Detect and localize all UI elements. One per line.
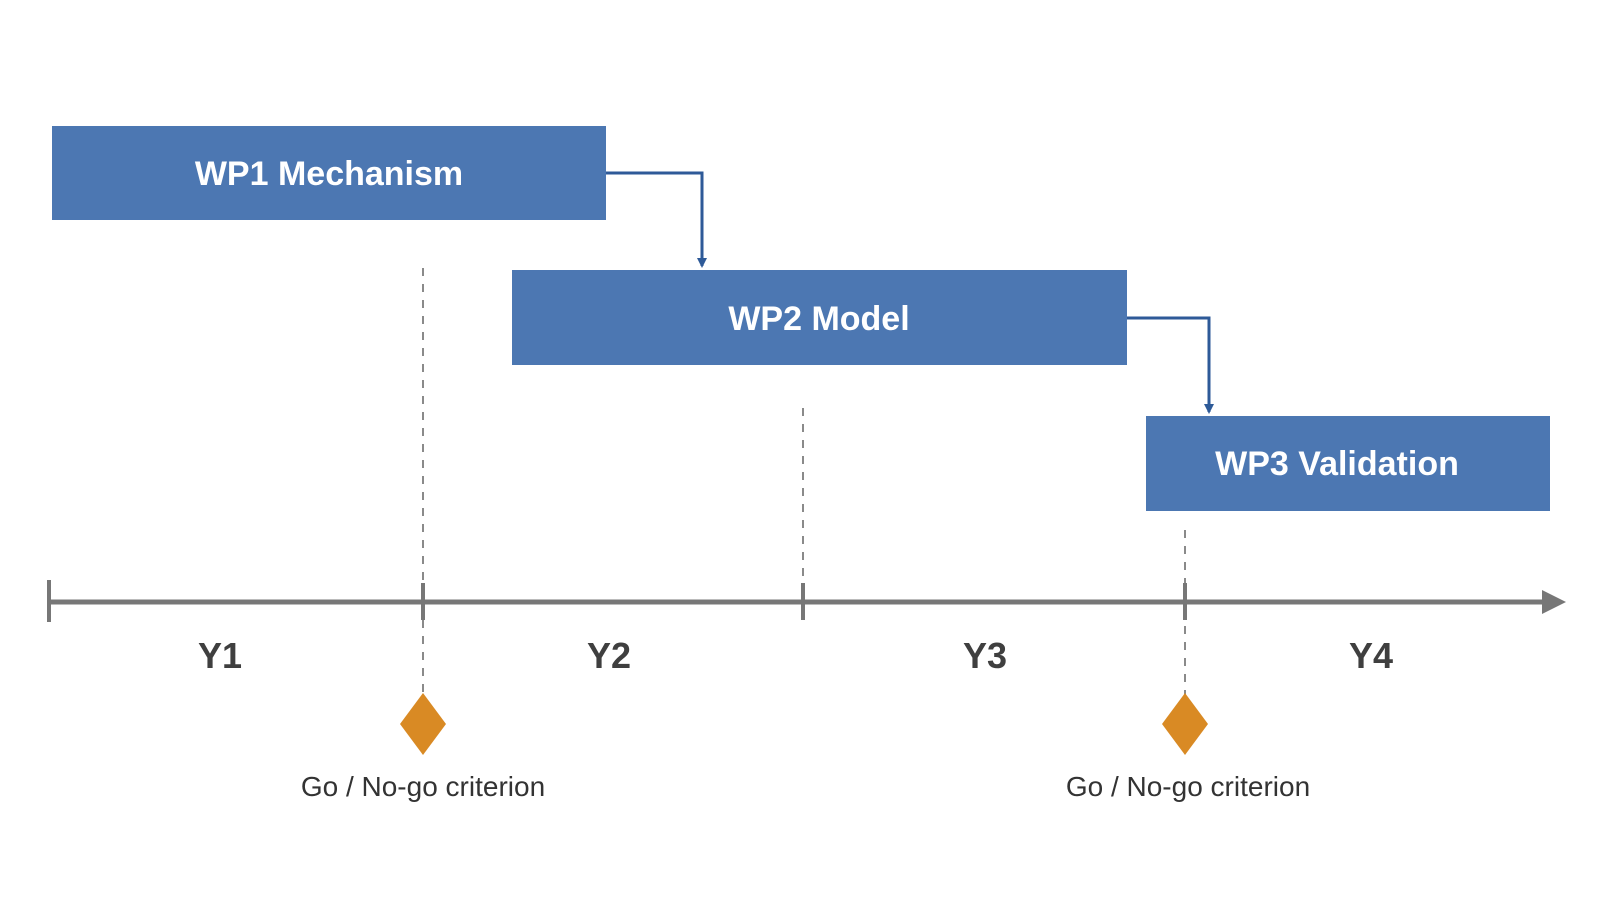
wp1-label: WP1 Mechanism xyxy=(195,155,463,193)
wp3-bar: WP3 Validation xyxy=(1146,416,1550,511)
wp2-label: WP2 Model xyxy=(728,300,909,338)
year-label-y2: Y2 xyxy=(587,635,631,676)
year-label-y4: Y4 xyxy=(1349,635,1393,676)
timeline-arrowhead xyxy=(1542,590,1566,614)
dependency-arrow-wp2-wp3 xyxy=(1127,316,1214,414)
milestone-diamond-1 xyxy=(400,693,446,755)
year-label-y3: Y3 xyxy=(963,635,1007,676)
dependency-arrow-wp1-wp2 xyxy=(606,171,707,268)
milestone-diamond-2 xyxy=(1162,693,1208,755)
wp2-bar: WP2 Model xyxy=(512,270,1127,365)
year-label-y1: Y1 xyxy=(198,635,242,676)
wp1-bar: WP1 Mechanism xyxy=(52,126,606,220)
milestone-label-1: Go / No-go criterion xyxy=(301,771,545,802)
wp3-label: WP3 Validation xyxy=(1215,445,1459,483)
milestone-label-2: Go / No-go criterion xyxy=(1066,771,1310,802)
